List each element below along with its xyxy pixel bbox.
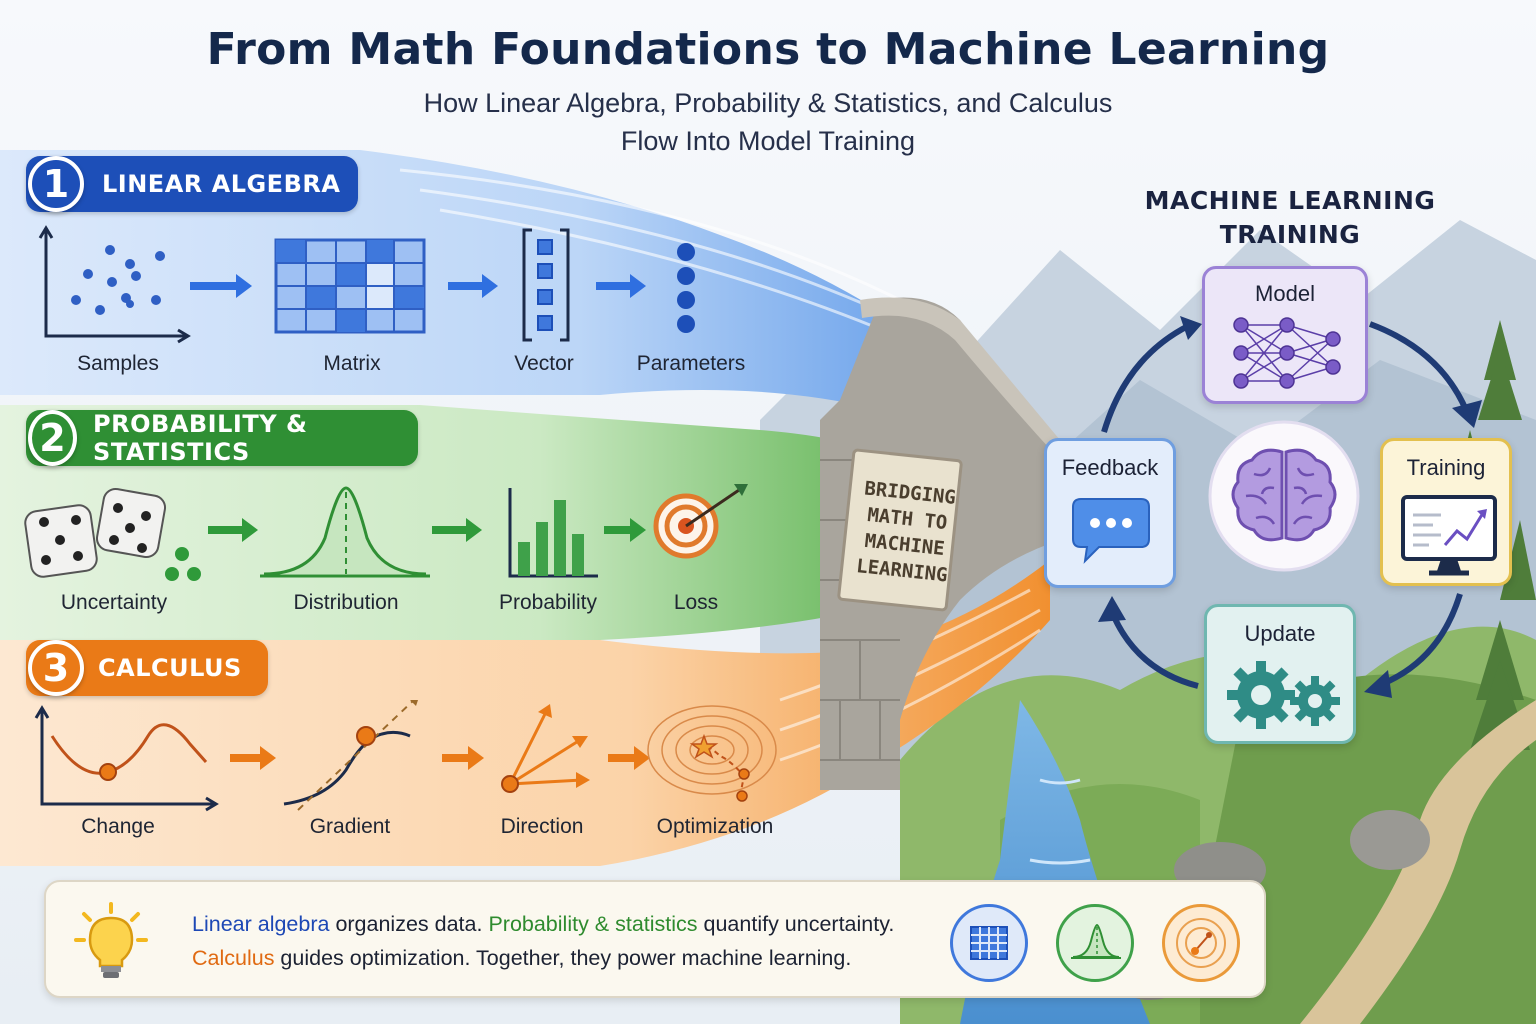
ml-training-title-line1: MACHINE LEARNING xyxy=(1144,186,1436,215)
band-number-3: 3 xyxy=(28,640,84,696)
calculus-header: 3 CALCULUS xyxy=(26,640,268,696)
bell-curve-summary-icon xyxy=(1056,904,1134,982)
band-number-2: 2 xyxy=(28,410,78,466)
linear-algebra-title: LINEAR ALGEBRA xyxy=(102,170,341,198)
curve-plot-icon xyxy=(34,705,219,812)
bridge-sign: BRIDGING MATH TO MACHINE LEARNING xyxy=(847,475,965,590)
feedback-node-label: Feedback xyxy=(1061,455,1159,480)
scatter-plot-icon xyxy=(38,225,191,344)
update-node-label: Update xyxy=(1244,621,1316,646)
flow-arrow xyxy=(230,746,276,770)
linear-algebra-header: 1 LINEAR ALGEBRA xyxy=(26,156,358,212)
step-label-matrix: Matrix xyxy=(323,352,381,375)
training-node: Training xyxy=(1380,438,1512,586)
step-label-vector: Vector xyxy=(514,352,574,375)
summary-text: organizes data. xyxy=(329,912,489,936)
chat-bubble-icon xyxy=(1072,498,1150,564)
training-node-label: Training xyxy=(1406,455,1486,480)
parameters-dots-icon xyxy=(677,243,695,333)
matrix-summary-icon xyxy=(950,904,1028,982)
model-node-label: Model xyxy=(1255,281,1315,306)
tangent-curve-icon xyxy=(283,700,418,811)
target-icon xyxy=(653,484,748,559)
flow-arrow xyxy=(190,274,252,298)
matrix-grid-icon xyxy=(274,238,426,334)
flow-arrow xyxy=(596,274,646,298)
neural-network-icon xyxy=(1233,317,1341,389)
flow-arrow xyxy=(604,518,646,542)
step-label-probability: Probability xyxy=(498,591,598,614)
calculus-title: CALCULUS xyxy=(98,654,242,682)
summary-panel: Linear algebra organizes data. Probabili… xyxy=(44,880,1266,998)
flow-arrow xyxy=(442,746,484,770)
band-number-1: 1 xyxy=(28,156,84,212)
step-label-direction: Direction xyxy=(500,815,584,838)
step-label-distribution: Distribution xyxy=(293,591,399,614)
summary-text: guides optimization. Together, they powe… xyxy=(274,946,852,970)
calculus-flow xyxy=(34,700,777,812)
step-label-samples: Samples xyxy=(77,352,159,375)
direction-arrows-icon xyxy=(501,704,590,793)
lightbulb-icon xyxy=(74,902,148,978)
step-label-uncertainty: Uncertainty xyxy=(60,591,168,614)
feedback-node: Feedback xyxy=(1044,438,1176,588)
probability-statistics-header: 2 PROBABILITY & STATISTICS xyxy=(26,410,418,466)
summary-line-2: Calculus guides optimization. Together, … xyxy=(192,946,851,971)
step-label-optimization: Optimization xyxy=(656,815,774,838)
summary-keyword-calculus: Calculus xyxy=(192,946,275,970)
optimization-summary-icon xyxy=(1162,904,1240,982)
step-label-change: Change xyxy=(81,815,155,838)
model-node: Model xyxy=(1202,266,1368,404)
gears-icon xyxy=(1227,661,1340,729)
step-label-loss: Loss xyxy=(673,591,719,614)
flow-arrow xyxy=(432,518,482,542)
contour-optimization-icon xyxy=(647,705,777,802)
bar-chart-icon xyxy=(508,488,598,578)
vector-icon xyxy=(522,228,570,342)
step-label-parameters: Parameters xyxy=(636,352,746,375)
training-chart-icon xyxy=(1401,495,1497,576)
page-subtitle-line2: Flow Into Model Training xyxy=(620,126,916,156)
page-title: From Math Foundations to Machine Learnin… xyxy=(206,24,1330,75)
flow-arrow xyxy=(448,274,498,298)
dice-icon xyxy=(24,487,201,581)
ml-training-title: MACHINE LEARNING TRAINING xyxy=(1110,184,1470,252)
flow-arrow xyxy=(608,746,650,770)
page-subtitle-line1: How Linear Algebra, Probability & Statis… xyxy=(423,88,1113,118)
brain-icon xyxy=(1231,448,1337,542)
ml-training-title-line2: TRAINING xyxy=(1219,220,1361,249)
update-node: Update xyxy=(1204,604,1356,744)
probability-statistics-flow xyxy=(24,484,748,581)
summary-text: quantify uncertainty. xyxy=(697,912,895,936)
flow-arrow xyxy=(208,518,258,542)
training-cycle-arrows xyxy=(1098,316,1482,698)
summary-keyword-probability: Probability & statistics xyxy=(488,912,698,936)
summary-keyword-linear-algebra: Linear algebra xyxy=(192,912,330,936)
summary-line-1: Linear algebra organizes data. Probabili… xyxy=(192,912,894,937)
bell-curve-icon xyxy=(260,486,430,578)
linear-algebra-flow xyxy=(38,225,695,344)
probability-statistics-title: PROBABILITY & STATISTICS xyxy=(93,410,308,466)
step-label-gradient: Gradient xyxy=(309,815,391,838)
